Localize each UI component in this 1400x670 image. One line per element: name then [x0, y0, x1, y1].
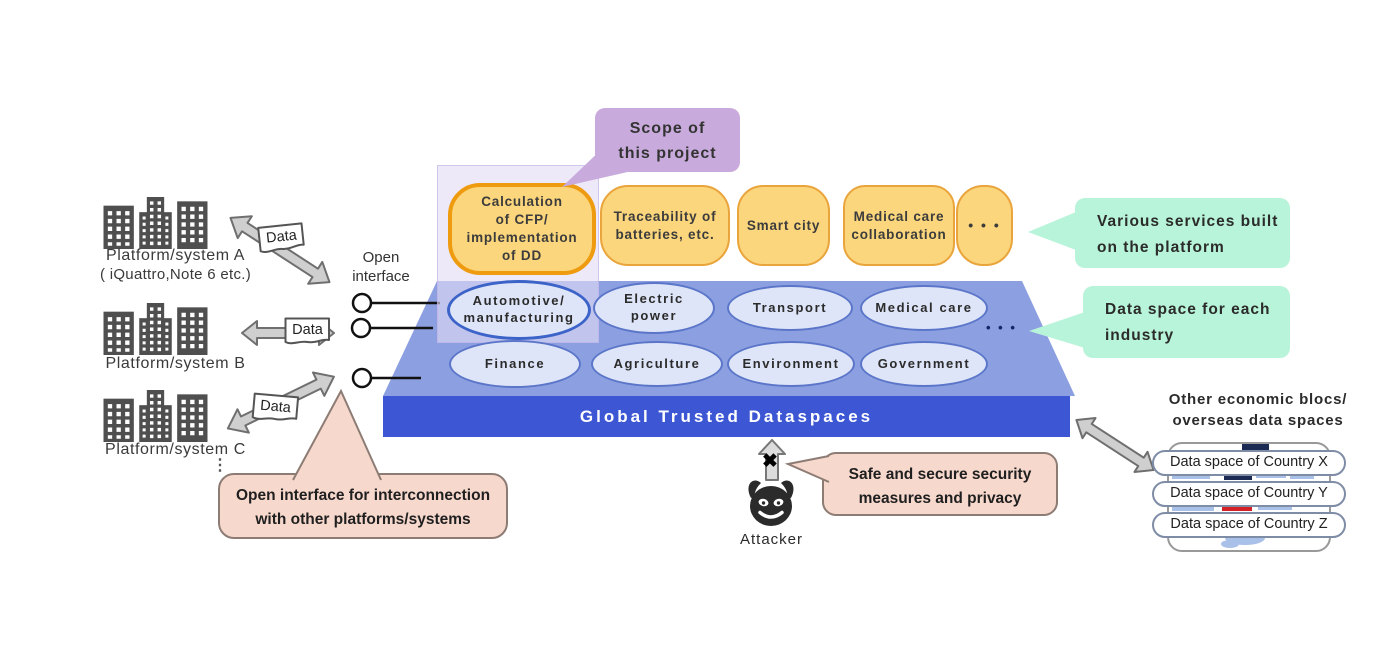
platform-a-sublabel: ( iQuattro,Note 6 etc.) [99, 266, 252, 283]
attacker-devil-icon [748, 480, 794, 526]
industry-note-callout: Data space for each industry [1083, 286, 1290, 358]
industry-automotive-line2: manufacturing [463, 310, 575, 325]
security-note-line2: measures and privacy [858, 490, 1022, 507]
service-traceability-line2: batteries, etc. [615, 226, 715, 242]
services-note-tail [1028, 212, 1076, 250]
platform-b-buildings-icon [103, 303, 208, 355]
blocked-attack-arrow [758, 439, 786, 481]
blocked-x-icon: ✖ [762, 451, 778, 472]
service-smart-city-line1: Smart city [746, 217, 821, 233]
security-note-callout: Safe and secure security measures and pr… [822, 452, 1058, 516]
data-label-b: Data [292, 322, 323, 338]
industry-electric-line1: Electric [624, 291, 684, 307]
service-more: • • • [956, 185, 1013, 266]
industry-note-line1: Data space for each [1105, 301, 1271, 318]
scope-callout-line1: Scope of [629, 120, 706, 137]
industry-electric-power: Electric power [593, 282, 715, 334]
overseas-title: Other economic blocs/ overseas data spac… [1156, 389, 1360, 431]
industry-agriculture: Agriculture [591, 341, 723, 387]
services-note-line2: on the platform [1097, 239, 1225, 256]
platform-c-buildings-icon [103, 390, 208, 442]
security-note-line1: Safe and secure security [848, 466, 1032, 483]
industry-finance: Finance [449, 340, 581, 388]
industry-more-dots: • • • [986, 320, 1017, 335]
service-cfp-line2: of CFP/ [495, 212, 549, 228]
security-note-tail [784, 455, 830, 483]
global-trusted-dataspaces-banner: Global Trusted Dataspaces [383, 396, 1070, 437]
platform-b-label: Platform/system B [105, 355, 246, 372]
industry-environment: Environment [727, 341, 855, 387]
service-traceability: Traceability of batteries, etc. [600, 185, 730, 266]
services-note-line1: Various services built [1097, 213, 1279, 230]
industry-government: Government [860, 341, 988, 387]
service-smart-city: Smart city [737, 185, 830, 266]
open-interface-note-line2: with other platforms/systems [255, 511, 471, 528]
service-traceability-line1: Traceability of [613, 208, 717, 224]
open-interface-label: Open interface [340, 248, 422, 286]
open-interface-note-callout: Open interface for interconnection with … [218, 473, 508, 539]
attacker-label: Attacker [739, 531, 804, 548]
scope-callout-line2: this project [618, 145, 717, 162]
country-x-pill: Data space of Country X [1152, 450, 1346, 476]
overseas-exchange-arrow [1068, 414, 1162, 480]
industry-transport: Transport [727, 285, 853, 331]
service-medical-line2: collaboration [851, 226, 947, 242]
service-cfp-line3: implementation [466, 230, 578, 245]
open-interface-line2: interface [352, 268, 410, 285]
open-interface-connectors [350, 292, 440, 389]
platform-more-ellipsis: ⋮ [212, 457, 228, 474]
industry-automotive-line1: Automotive/ [472, 293, 566, 309]
service-more-dots: • • • [968, 217, 1001, 234]
industry-note-line2: industry [1105, 327, 1175, 344]
industry-medical-care: Medical care [860, 285, 988, 331]
platform-a-buildings-icon [103, 197, 208, 249]
service-medical-collab: Medical care collaboration [843, 185, 955, 266]
open-interface-note-line1: Open interface for interconnection [235, 487, 491, 504]
service-medical-line1: Medical care [853, 208, 945, 224]
platform-a-label: Platform/system A [105, 247, 246, 264]
overseas-title-line2: overseas data spaces [1172, 412, 1344, 429]
country-y-pill: Data space of Country Y [1152, 481, 1346, 507]
country-z-pill: Data space of Country Z [1152, 512, 1346, 538]
service-cfp-line4: of DD [502, 247, 542, 263]
service-cfp-dd: Calculation of CFP/ implementation of DD [448, 183, 596, 275]
services-note-callout: Various services built on the platform [1075, 198, 1290, 268]
data-label-a: Data [265, 227, 298, 247]
scope-callout: Scope of this project [595, 108, 740, 172]
overseas-title-line1: Other economic blocs/ [1168, 391, 1348, 408]
industry-note-tail [1029, 312, 1085, 348]
industry-electric-line2: power [630, 308, 678, 323]
industry-automotive: Automotive/ manufacturing [447, 280, 591, 340]
service-cfp-line1: Calculation [481, 194, 563, 210]
open-interface-line1: Open [362, 249, 400, 266]
platform-c-label: Platform/system C [105, 441, 246, 458]
open-interface-note-tail [292, 388, 382, 481]
